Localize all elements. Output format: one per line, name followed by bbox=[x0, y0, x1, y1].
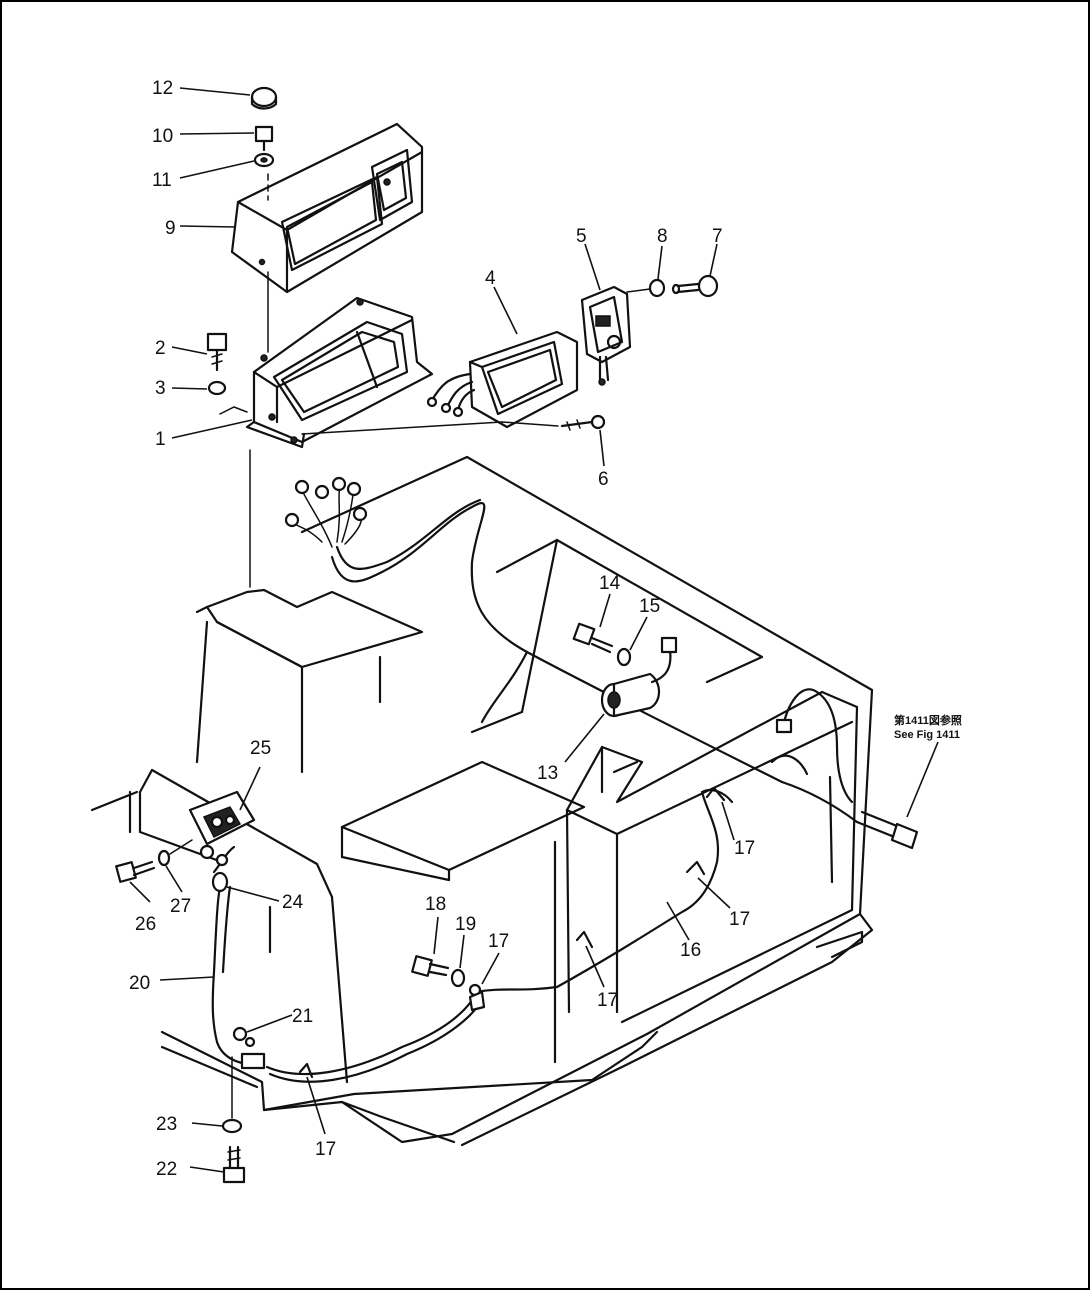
wiring-harness-upper bbox=[284, 476, 919, 850]
callout-9: 9 bbox=[165, 218, 176, 239]
callout-16: 16 bbox=[680, 940, 701, 961]
callout-labels: 12 10 11 9 2 3 1 4 5 8 7 6 14 15 13 25 1… bbox=[129, 78, 755, 1180]
key-switch-5 bbox=[580, 285, 632, 386]
callout-14: 14 bbox=[599, 573, 621, 594]
callout-15: 15 bbox=[639, 596, 660, 617]
callout-27: 27 bbox=[170, 896, 191, 917]
callout-25: 25 bbox=[250, 738, 271, 759]
callout-3: 3 bbox=[155, 378, 166, 399]
callout-5: 5 bbox=[576, 226, 587, 247]
callout-26: 26 bbox=[135, 914, 156, 935]
callout-12: 12 bbox=[152, 78, 173, 99]
panel-mount-bracket-1 bbox=[245, 296, 434, 449]
callout-10: 10 bbox=[152, 126, 173, 147]
callout-17-d: 17 bbox=[488, 931, 509, 952]
callout-11: 11 bbox=[152, 170, 172, 191]
callout-4: 4 bbox=[485, 268, 496, 289]
callout-17-c: 17 bbox=[597, 990, 618, 1011]
reference-note-japanese: 第1411図参照 bbox=[894, 713, 962, 727]
callout-6: 6 bbox=[598, 469, 609, 490]
leader-lines bbox=[129, 87, 939, 1173]
callout-24: 24 bbox=[282, 892, 304, 913]
callout-17-e: 17 bbox=[315, 1139, 336, 1160]
wiring-harness-16 bbox=[211, 786, 734, 1083]
fasteners bbox=[115, 86, 719, 1184]
operator-cab-body bbox=[90, 455, 874, 1147]
callout-18: 18 bbox=[425, 894, 446, 915]
callout-20: 20 bbox=[129, 973, 150, 994]
relay-13 bbox=[600, 636, 678, 718]
callout-22: 22 bbox=[156, 1159, 177, 1180]
callout-19: 19 bbox=[455, 914, 476, 935]
callout-7: 7 bbox=[712, 226, 723, 247]
switch-assembly-25 bbox=[188, 790, 256, 867]
callout-2: 2 bbox=[155, 338, 166, 359]
callout-13: 13 bbox=[537, 763, 558, 784]
callout-1: 1 bbox=[155, 429, 166, 450]
callout-8: 8 bbox=[657, 226, 668, 247]
callout-21: 21 bbox=[292, 1006, 313, 1027]
reference-note-english: See Fig 1411 bbox=[894, 729, 960, 741]
reference-note: 第1411図参照 See Fig 1411 bbox=[894, 713, 962, 741]
callout-23: 23 bbox=[156, 1114, 177, 1135]
callout-17-a: 17 bbox=[734, 838, 755, 859]
callout-17-b: 17 bbox=[729, 909, 750, 930]
monitor-panel-4 bbox=[426, 330, 579, 429]
dash-cover-9 bbox=[230, 122, 424, 294]
